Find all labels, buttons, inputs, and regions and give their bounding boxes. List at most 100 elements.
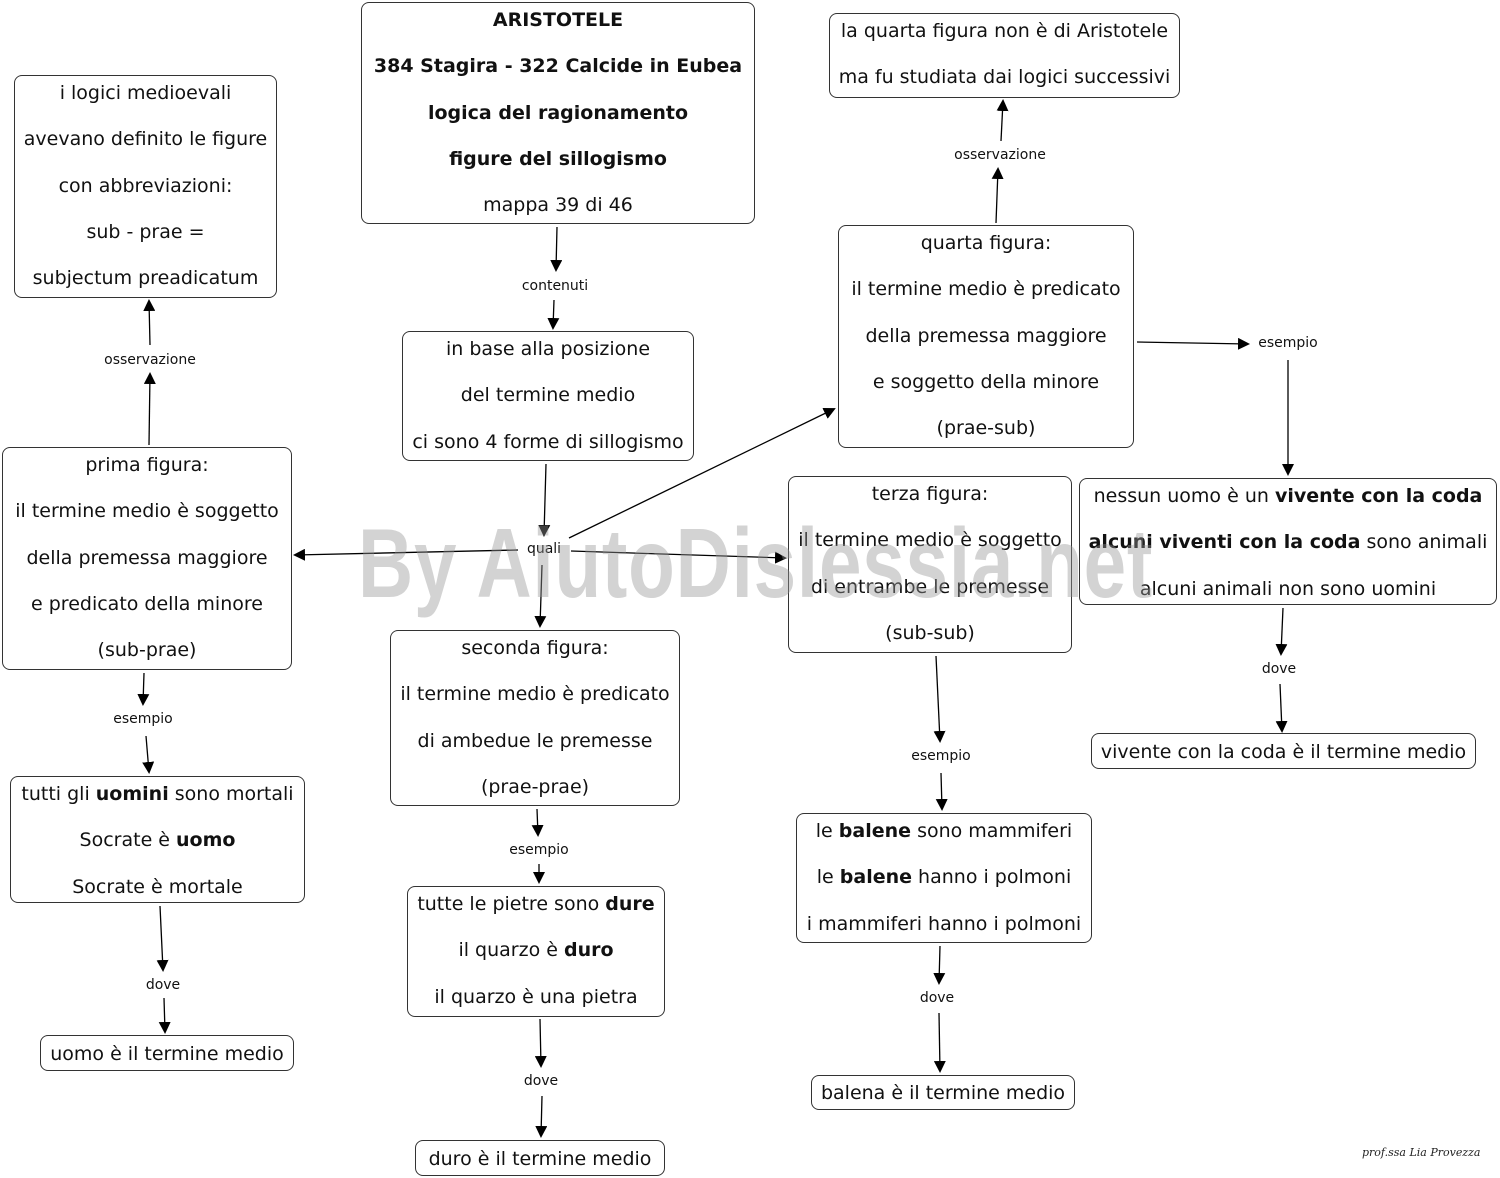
middle-term: duro — [563, 939, 614, 962]
third-example-node: le balene sono mammiferi le balene hanno… — [796, 813, 1092, 943]
medieval-line: subjectum preadicatum — [32, 267, 259, 290]
example-line: il quarzo è duro — [408, 927, 664, 973]
link-label-dove: dove — [520, 1072, 562, 1090]
link-label-esempio: esempio — [1255, 334, 1321, 352]
first-figure-line: e predicato della minore — [31, 592, 263, 615]
medieval-line: avevano definito le figure — [23, 128, 268, 151]
connector — [991, 167, 1004, 224]
second-figure-node: seconda figura: il termine medio è predi… — [390, 630, 680, 806]
connector — [570, 550, 787, 564]
third-figure-line: di entrambe le premesse — [810, 575, 1050, 598]
title-node: ARISTOTELE 384 Stagira - 322 Calcide in … — [361, 2, 755, 224]
fourth-example-node: nessun uomo è un vivente con la coda alc… — [1079, 478, 1497, 605]
fourth-figure-line: della premessa maggiore — [865, 324, 1107, 347]
first-figure-line: prima figura: — [85, 454, 209, 476]
first-figure-line: il termine medio è soggetto — [15, 500, 279, 523]
connector — [550, 226, 563, 272]
connector — [935, 772, 948, 811]
middle-term: uomini — [95, 783, 169, 805]
fourth-figure-line: e soggetto della minore — [872, 370, 1100, 393]
connector — [535, 1095, 548, 1138]
example-line: le balene hanno i polmoni — [797, 854, 1091, 900]
link-label-esempio: esempio — [908, 747, 974, 765]
example-text: sono mortali — [168, 783, 294, 805]
second-example-node: tutte le pietre sono dure il quarzo è du… — [407, 886, 665, 1017]
example-text: hanno i polmoni — [912, 866, 1072, 889]
connector — [137, 672, 150, 706]
connector — [933, 1012, 946, 1073]
second-figure-line: il termine medio è predicato — [400, 683, 670, 706]
fourth-middle-term-node: vivente con la coda è il termine medio — [1091, 733, 1476, 769]
forms-line: ci sono 4 forme di sillogismo — [412, 430, 684, 453]
link-label-esempio: esempio — [506, 841, 572, 859]
middle-term-text: duro è il termine medio — [428, 1148, 652, 1170]
forms-node: in base alla posizione del termine medio… — [402, 331, 694, 461]
example-line: i mammiferi hanno i polmoni — [806, 912, 1082, 935]
fourth-figure-line: quarta figura: — [920, 232, 1052, 254]
link-label-dove: dove — [916, 989, 958, 1007]
title-topic1: logica del ragionamento — [427, 101, 689, 124]
connector — [142, 735, 155, 774]
fourth-figure-line: il termine medio è predicato — [851, 278, 1121, 301]
connector — [534, 564, 547, 628]
fourth-figure-node: quarta figura: il termine medio è predic… — [838, 225, 1134, 448]
second-figure-line: (prae-prae) — [480, 775, 590, 798]
link-label-contenuti: contenuti — [518, 277, 592, 295]
connector — [538, 463, 551, 537]
connector — [531, 808, 544, 837]
middle-term: balene — [838, 820, 912, 842]
connector — [143, 299, 156, 346]
middle-term: balene — [839, 866, 913, 889]
example-line: tutti gli uomini sono mortali — [11, 771, 304, 817]
connector — [1136, 337, 1250, 350]
fourth-note-line: la quarta figura non è di Aristotele — [840, 20, 1169, 42]
middle-term: alcuni viventi con la coda — [1088, 531, 1361, 554]
medieval-line: con abbreviazioni: — [58, 174, 233, 197]
example-text: nessun uomo è un — [1093, 485, 1275, 507]
example-text: tutti gli — [21, 783, 96, 805]
middle-term-text: balena è il termine medio — [820, 1082, 1066, 1104]
fourth-figure-line: (prae-sub) — [936, 417, 1036, 440]
example-text: sono mammiferi — [911, 820, 1073, 842]
example-line: alcuni viventi con la coda sono animali — [1080, 519, 1496, 565]
forms-line: del termine medio — [460, 384, 636, 407]
example-text: sono animali — [1360, 531, 1488, 554]
example-text: il quarzo è — [458, 939, 564, 962]
link-label-quali: quali — [523, 540, 565, 558]
connector — [933, 655, 946, 743]
forms-line: in base alla posizione — [445, 338, 651, 360]
second-middle-term-node: duro è il termine medio — [415, 1140, 665, 1176]
first-figure-line: della premessa maggiore — [26, 546, 268, 569]
first-figure-line: (sub-prae) — [97, 639, 197, 662]
example-text: le — [815, 820, 839, 842]
example-line: alcuni animali non sono uomini — [1139, 577, 1437, 600]
example-line: Socrate è uomo — [11, 817, 304, 863]
middle-term-text: vivente con la coda è il termine medio — [1100, 741, 1467, 763]
example-line: nessun uomo è un vivente con la coda — [1080, 473, 1496, 519]
title-topic2: figure del sillogismo — [449, 147, 667, 170]
example-text: Socrate è — [79, 829, 177, 852]
title-dates: 384 Stagira - 322 Calcide in Eubea — [373, 55, 743, 78]
link-label-esempio: esempio — [110, 710, 176, 728]
fourth-note-line: ma fu studiata dai logici successivi — [838, 66, 1171, 89]
third-middle-term-node: balena è il termine medio — [811, 1075, 1075, 1110]
first-example-node: tutti gli uomini sono mortali Socrate è … — [10, 776, 305, 903]
link-label-dove: dove — [1258, 660, 1300, 678]
middle-term: uomo — [176, 829, 236, 852]
connector — [933, 945, 946, 985]
link-label-dove: dove — [142, 976, 184, 994]
third-figure-line: il termine medio è soggetto — [798, 529, 1062, 552]
medieval-line: sub - prae = — [86, 220, 205, 243]
connector — [996, 99, 1009, 142]
example-text: tutte le pietre sono — [417, 893, 606, 915]
link-label-osservazione: osservazione — [101, 351, 199, 369]
connector — [1275, 607, 1288, 656]
connector — [156, 905, 169, 972]
second-figure-line: seconda figura: — [461, 637, 609, 659]
link-label-osservazione: osservazione — [951, 146, 1049, 164]
example-line: tutte le pietre sono dure — [408, 881, 664, 927]
connector — [158, 997, 171, 1034]
connector — [293, 548, 519, 561]
connector — [143, 372, 156, 446]
